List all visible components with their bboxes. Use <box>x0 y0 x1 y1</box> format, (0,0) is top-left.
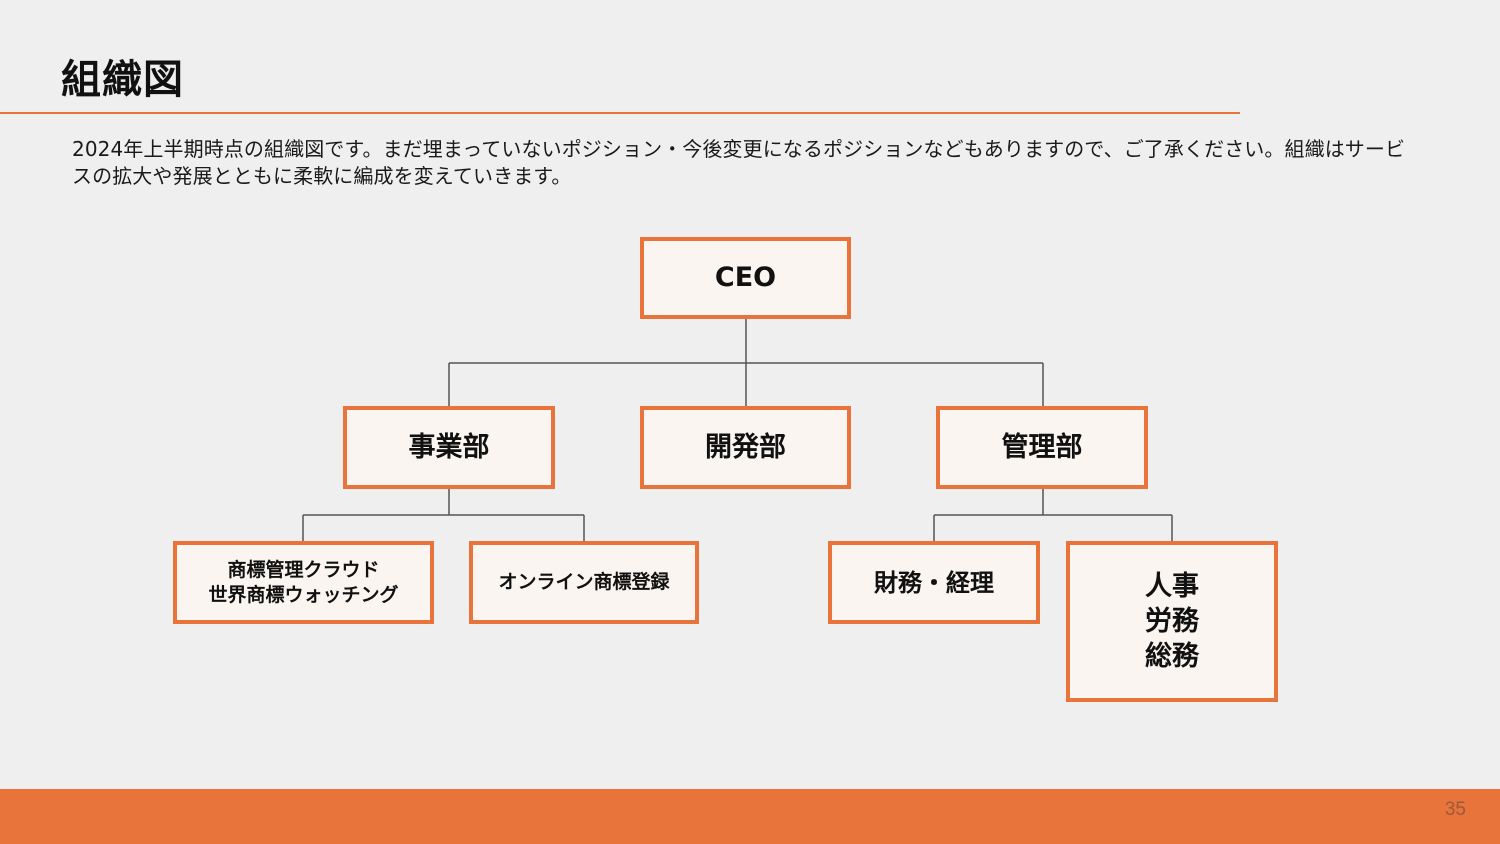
node-finance-accounting: 財務・経理 <box>828 541 1040 624</box>
node-trademark-cloud: 商標管理クラウド 世界商標ウォッチング <box>173 541 434 624</box>
node-hr-general: 人事 労務 総務 <box>1066 541 1278 702</box>
node-ceo: CEO <box>640 237 851 319</box>
page-number: 35 <box>1444 799 1466 820</box>
node-development-dept-label: 開発部 <box>705 431 786 463</box>
node-development-dept: 開発部 <box>640 406 851 489</box>
connector-ceo-to-departments <box>448 318 1044 408</box>
node-trademark-cloud-label: 商標管理クラウド 世界商標ウォッチング <box>208 558 399 606</box>
title-underline <box>0 112 1240 114</box>
node-admin-dept: 管理部 <box>936 406 1148 489</box>
node-finance-accounting-label: 財務・経理 <box>874 568 994 597</box>
node-online-trademark: オンライン商標登録 <box>469 541 699 624</box>
node-admin-dept-label: 管理部 <box>1001 431 1083 463</box>
footer-bar: 35 <box>0 789 1500 844</box>
node-online-trademark-label: オンライン商標登録 <box>498 571 670 593</box>
slide-title: 組織図 <box>61 57 184 103</box>
node-business-dept-label: 事業部 <box>408 431 490 463</box>
connector-business-to-teams <box>302 487 585 542</box>
connector-admin-to-teams <box>933 487 1173 542</box>
node-ceo-label: CEO <box>714 262 777 293</box>
node-business-dept: 事業部 <box>343 406 555 489</box>
slide-description: 2024年上半期時点の組織図です。まだ埋まっていないポジション・今後変更になるポ… <box>72 137 1406 188</box>
node-hr-general-label: 人事 労務 総務 <box>1145 571 1199 672</box>
